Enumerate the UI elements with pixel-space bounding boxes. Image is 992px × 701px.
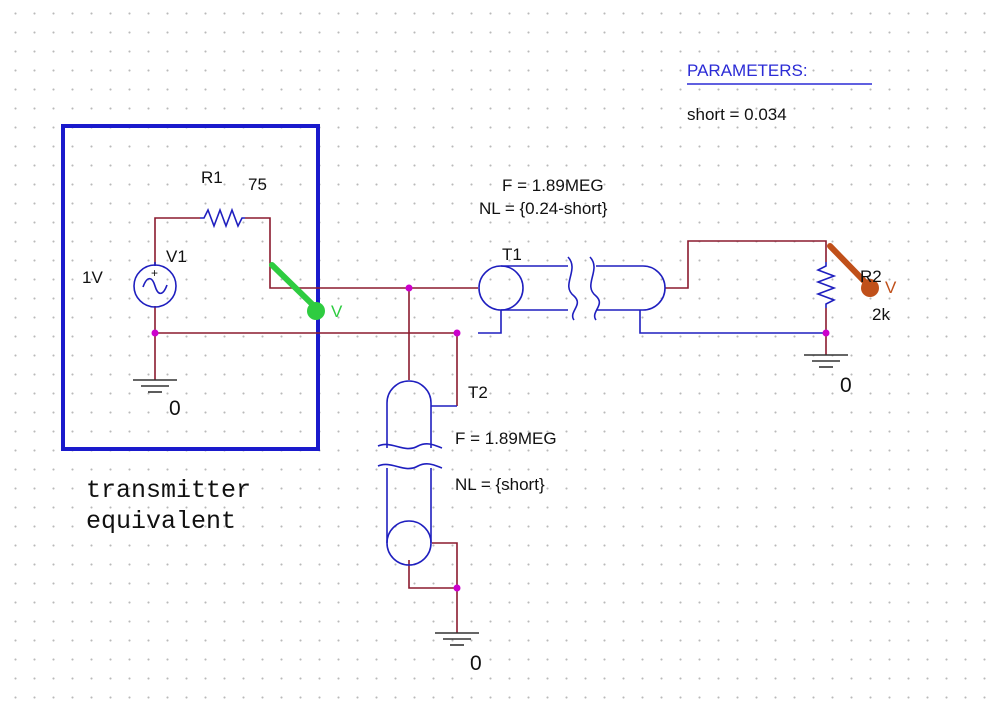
r2-name: R2	[860, 267, 882, 286]
t1-freq: F = 1.89MEG	[502, 176, 604, 195]
ground-label-3: 0	[840, 374, 852, 397]
wire-t2-return	[408, 542, 458, 589]
junction-dot	[453, 584, 461, 592]
ground-symbol-3	[804, 354, 848, 368]
junction-dot	[822, 329, 830, 337]
junction-dot	[405, 284, 413, 292]
t2-freq: F = 1.89MEG	[455, 429, 557, 448]
transmission-line-t1[interactable]	[478, 256, 826, 334]
parameters-title[interactable]: PARAMETERS:	[687, 61, 808, 80]
source-plus-sign: +	[151, 266, 158, 280]
ground-symbol-2	[435, 632, 479, 646]
r1-name: R1	[201, 168, 223, 187]
r1-value: 75	[248, 175, 267, 194]
probe-red-label: V	[885, 278, 897, 297]
voltage-source-v1[interactable]	[133, 262, 177, 308]
transmission-line-t2[interactable]	[377, 380, 457, 566]
voltage-probe-green[interactable]	[269, 262, 325, 320]
probe-green-label: V	[331, 302, 343, 321]
resistor-r1[interactable]	[200, 207, 245, 229]
ground-label-2: 0	[470, 652, 482, 675]
ground-label-1: 0	[169, 397, 181, 420]
t1-name: T1	[502, 245, 522, 264]
junction-dot	[151, 329, 159, 337]
resistor-r2[interactable]	[815, 262, 837, 308]
note-line-2: equivalent	[86, 507, 236, 536]
note-line-1: transmitter	[86, 476, 251, 505]
t2-name: T2	[468, 383, 488, 402]
wires	[154, 217, 827, 633]
junction-dots	[151, 284, 830, 592]
t2-nl: NL = {short}	[455, 475, 545, 494]
ground-symbol-1	[133, 379, 177, 393]
t1-nl: NL = {0.24-short}	[479, 199, 608, 218]
voltage-probe-red[interactable]	[827, 243, 879, 297]
v1-value: 1V	[82, 268, 103, 287]
r2-value: 2k	[872, 305, 890, 324]
wire-v1-r1	[154, 217, 200, 266]
wire-r1-out	[245, 217, 478, 289]
wire-t1-out	[665, 240, 827, 289]
v1-name: V1	[166, 247, 187, 266]
junction-dot	[453, 329, 461, 337]
parameters-value: short = 0.034	[687, 105, 787, 124]
